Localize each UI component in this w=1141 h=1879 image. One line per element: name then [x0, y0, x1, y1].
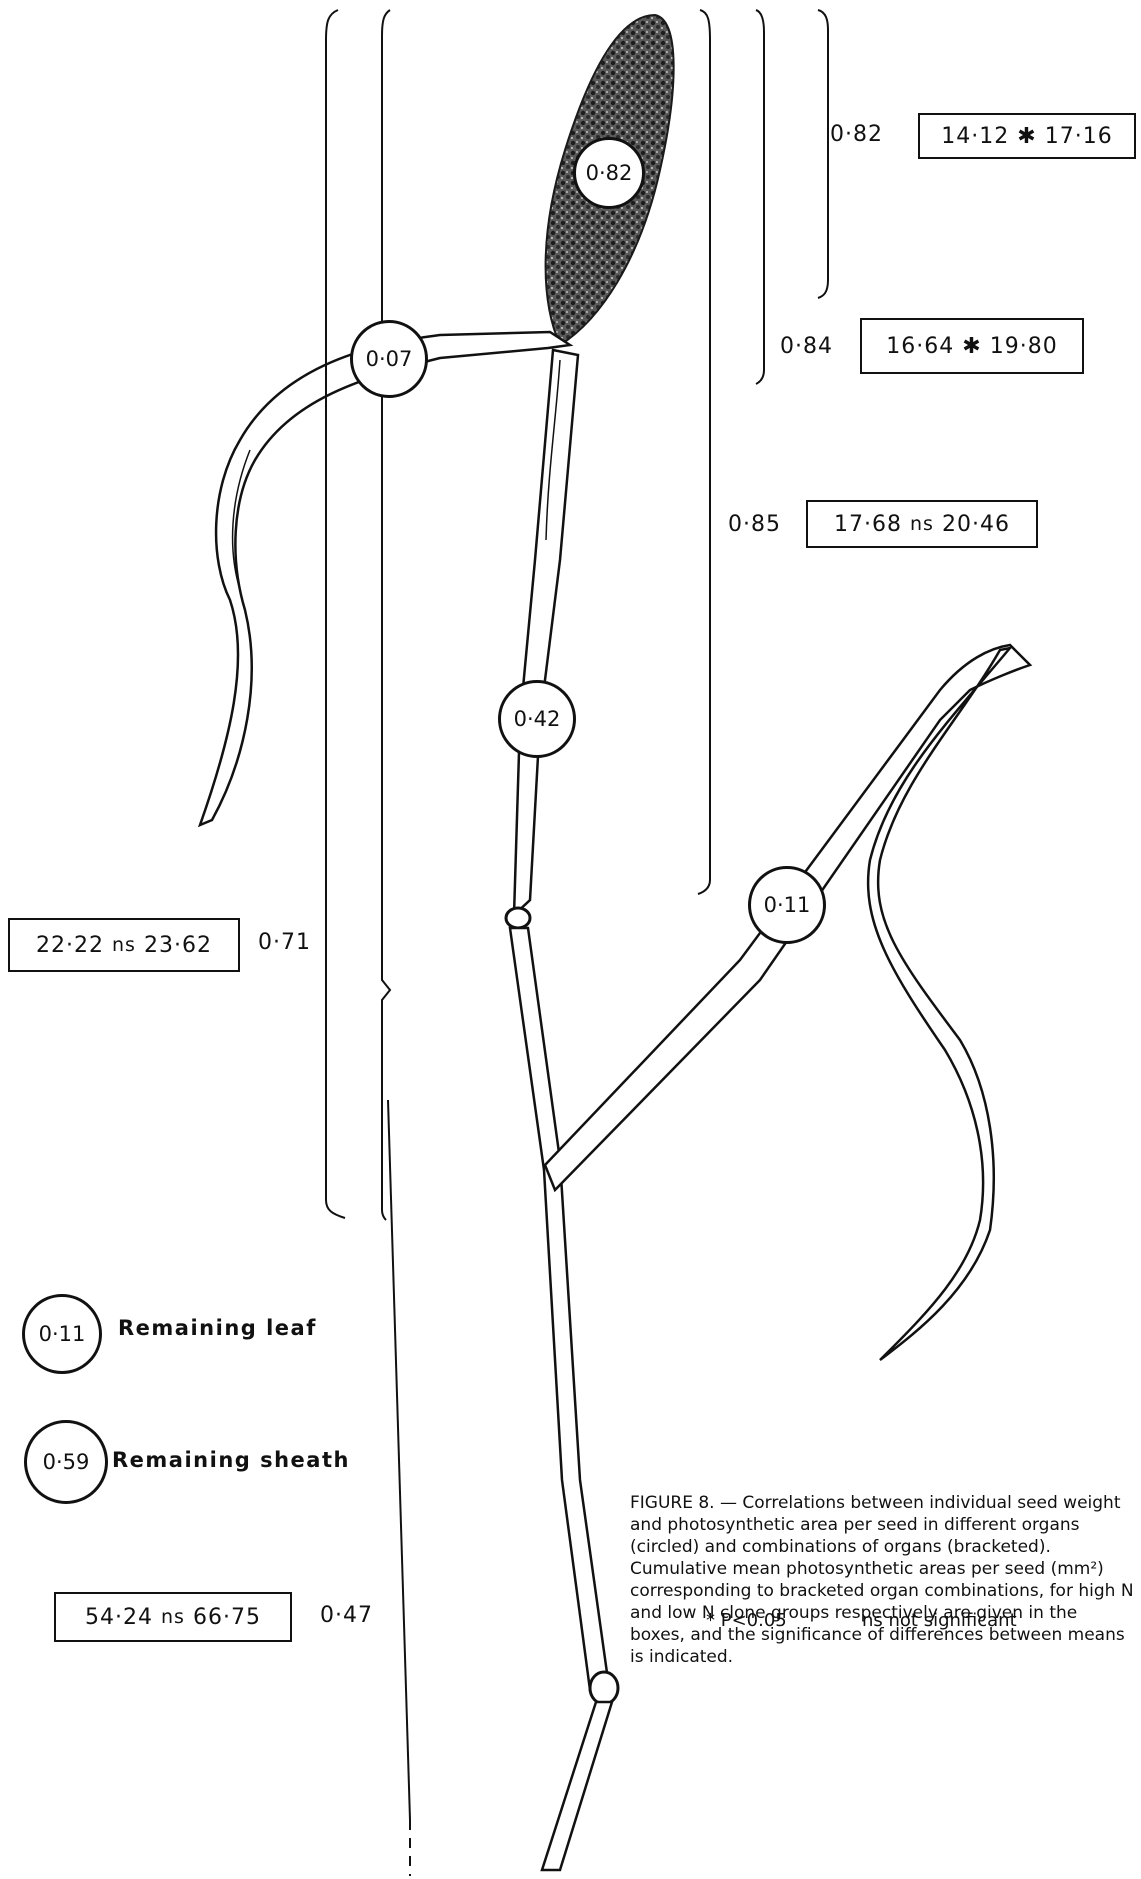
legend-leaf-circle: 0·11 — [22, 1294, 102, 1374]
ear-correlation-value: 0·82 — [586, 161, 633, 185]
bracket-r-085: 0·85 — [728, 512, 781, 537]
low-n-mean: 23·62 — [144, 933, 212, 958]
second-leaf-tip — [868, 648, 1010, 1360]
legend-sheath-value: 0·59 — [43, 1450, 90, 1474]
high-n-mean: 54·24 — [85, 1605, 153, 1630]
peduncle-correlation-circle: 0·42 — [498, 680, 576, 758]
low-n-mean: 20·46 — [942, 512, 1010, 537]
means-box-085: 17·68 ns 20·46 — [806, 500, 1038, 548]
high-n-mean: 14·12 — [941, 124, 1009, 149]
peduncle — [514, 350, 578, 915]
high-n-mean: 22·22 — [36, 933, 104, 958]
high-n-mean: 17·68 — [834, 512, 902, 537]
means-box-047: 54·24 ns 66·75 — [54, 1592, 292, 1642]
significance: ns — [112, 934, 136, 956]
legend-sheath-circle: 0·59 — [24, 1420, 108, 1504]
bracket-r-082: 0·82 — [830, 122, 883, 147]
legend-leaf-value: 0·11 — [39, 1322, 86, 1346]
ear-correlation-circle: 0·82 — [573, 137, 645, 209]
means-box-082: 14·12 ✱ 17·16 — [918, 113, 1136, 159]
footnote-ns: ns not significant — [862, 1610, 1017, 1631]
footnote-significance: * P<0.05 — [706, 1610, 787, 1631]
legend-sheath-label: Remaining sheath — [112, 1448, 350, 1472]
flag-leaf-correlation-circle: 0·07 — [350, 320, 428, 398]
significance: ns — [161, 1606, 185, 1628]
significance: ✱ — [962, 334, 981, 359]
bracket-082 — [818, 10, 828, 298]
significance: ns — [910, 513, 934, 535]
peduncle-correlation-value: 0·42 — [514, 707, 561, 731]
bracket-084 — [756, 10, 764, 384]
bracket-r-071: 0·71 — [258, 930, 311, 955]
flag-leaf-correlation-value: 0·07 — [366, 347, 413, 371]
legend-leaf-label: Remaining leaf — [118, 1316, 317, 1340]
bracket-r-084: 0·84 — [780, 334, 833, 359]
second-leaf-correlation-value: 0·11 — [764, 893, 811, 917]
stem-node — [506, 908, 530, 928]
means-box-071: 22·22 ns 23·62 — [8, 918, 240, 972]
low-n-mean: 19·80 — [990, 334, 1058, 359]
bracket-085 — [698, 10, 710, 894]
stem-axis-line — [388, 1100, 410, 1820]
high-n-mean: 16·64 — [886, 334, 954, 359]
left-bracket-inner — [382, 10, 390, 1220]
figure-caption: FIGURE 8. — Correlations between individ… — [630, 1492, 1135, 1668]
second-leaf-correlation-circle: 0·11 — [748, 866, 826, 944]
stem-base — [542, 1702, 612, 1870]
stem-node-lower — [590, 1672, 618, 1704]
bracket-r-047: 0·47 — [320, 1603, 373, 1628]
lower-stem — [510, 928, 608, 1690]
low-n-mean: 17·16 — [1045, 124, 1113, 149]
significance: ✱ — [1017, 124, 1036, 149]
means-box-084: 16·64 ✱ 19·80 — [860, 318, 1084, 374]
low-n-mean: 66·75 — [193, 1605, 261, 1630]
left-bracket-outer — [326, 10, 345, 1218]
